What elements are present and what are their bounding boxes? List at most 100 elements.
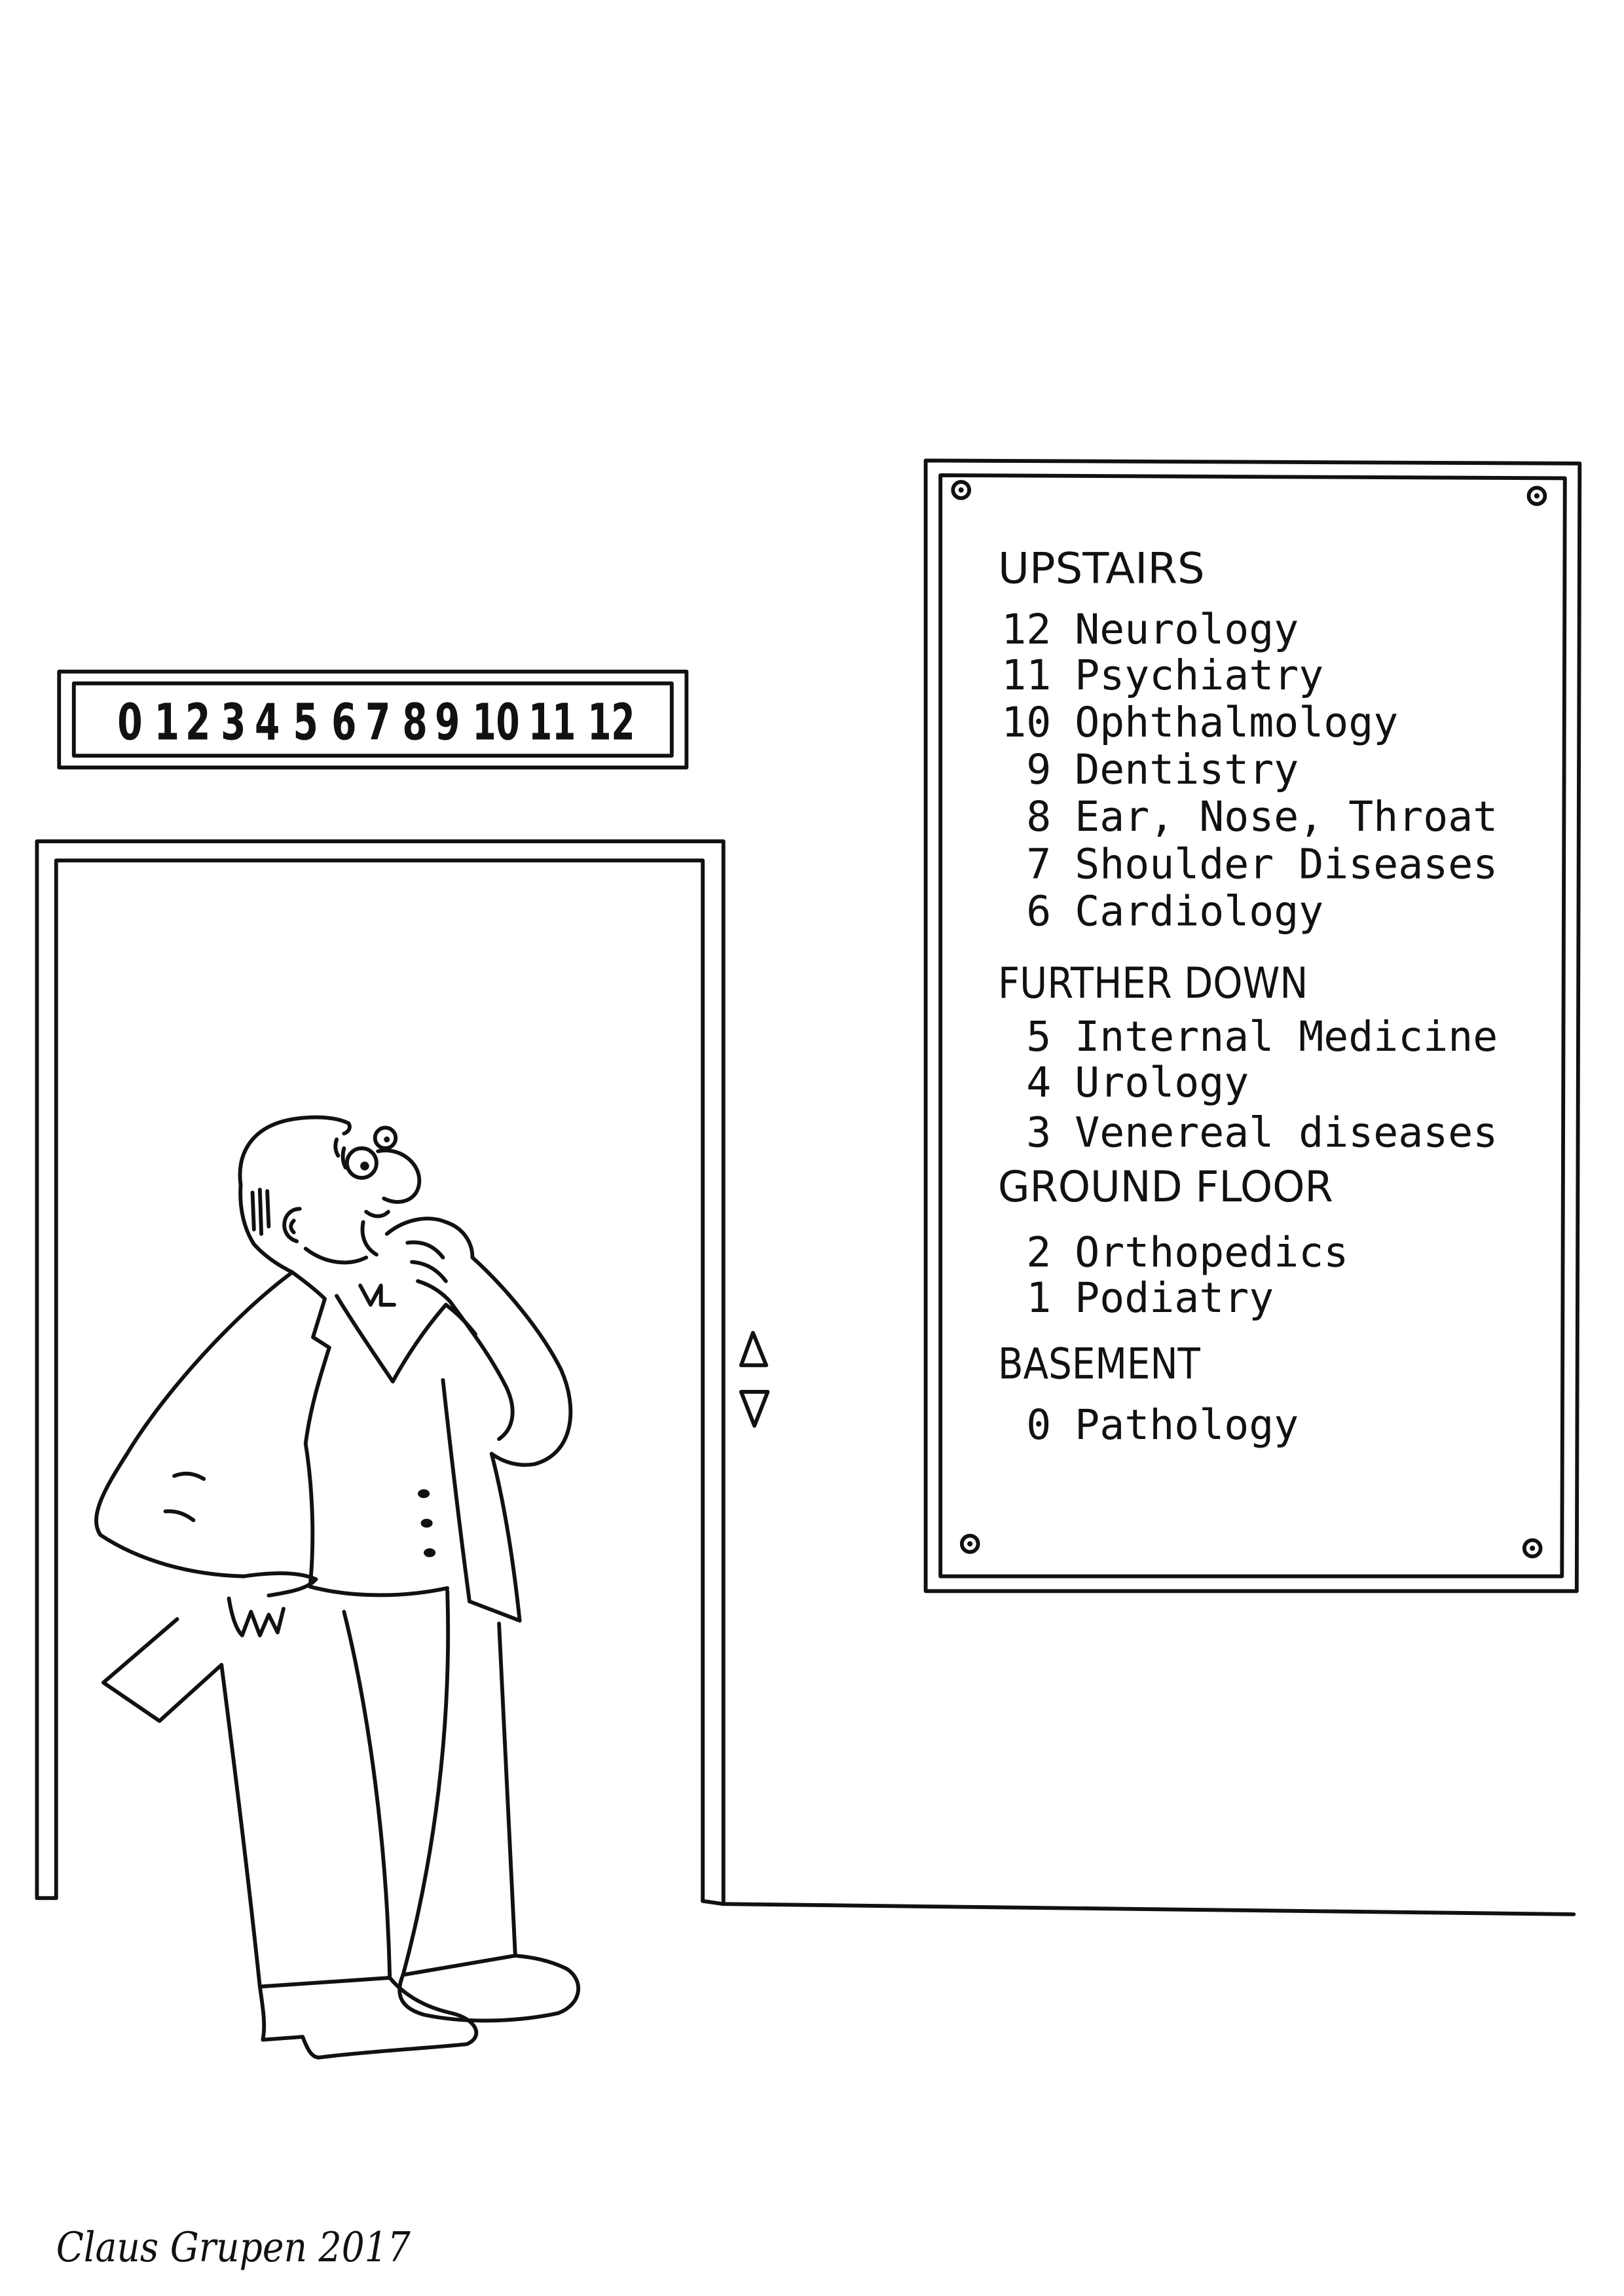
department-name: Neurology xyxy=(1075,605,1299,653)
department-directory-board xyxy=(923,458,1582,1594)
department-name: Urology xyxy=(1075,1058,1249,1106)
man-hand-outline xyxy=(384,1216,475,1260)
floor-label: 6 xyxy=(1026,887,1051,936)
floor-label: 7 xyxy=(1026,839,1051,888)
man-forehead-lines xyxy=(333,1137,348,1170)
floor-number: 2 xyxy=(185,693,210,752)
directory-row: 0 Pathology xyxy=(1026,1400,1299,1449)
board-inner-frame xyxy=(938,473,1567,1578)
floor-indicator-outer-frame xyxy=(57,669,689,770)
down-arrow-icon[interactable] xyxy=(739,1390,770,1428)
man-vest-button xyxy=(418,1489,430,1499)
man-head xyxy=(238,1115,422,1275)
man-vest-button xyxy=(424,1548,436,1558)
man-ear xyxy=(282,1207,302,1243)
man-far-eye xyxy=(373,1125,398,1150)
man-jacket-hem xyxy=(308,1584,522,1623)
man-mouth xyxy=(364,1209,390,1218)
man-left-lapel xyxy=(290,1270,331,1446)
man-arm-outer xyxy=(470,1255,573,1467)
department-name: Ear, Nose, Throat xyxy=(1075,792,1498,841)
man-left-shoe xyxy=(257,1976,479,2060)
door-frame-inner xyxy=(54,858,705,1903)
man-jacket-side xyxy=(303,1441,315,1589)
floor-number: 0 xyxy=(117,693,142,752)
man-shirt-collar xyxy=(358,1283,396,1307)
section-heading: UPSTAIRS xyxy=(998,544,1205,594)
floor-number: 6 xyxy=(331,693,356,752)
floor-indicator-inner-frame xyxy=(71,681,674,758)
man-far-pupil xyxy=(384,1136,390,1142)
wall-floor-line xyxy=(721,1902,1576,1916)
elevator-call-buttons[interactable] xyxy=(739,1330,770,1428)
man-figure xyxy=(94,1115,581,2060)
man-arm-inner xyxy=(448,1300,515,1442)
section-heading: GROUND FLOOR xyxy=(998,1162,1333,1212)
man-trousers xyxy=(219,1589,517,1989)
directory-row: 4 Urology xyxy=(1026,1058,1249,1106)
floor-label: 2 xyxy=(1026,1228,1051,1276)
man-pupil xyxy=(360,1161,369,1171)
man-vest-neckline xyxy=(335,1294,448,1384)
man-vest-button xyxy=(420,1518,433,1528)
man-sleeve-wrinkles xyxy=(163,1471,206,1522)
screw-icon xyxy=(1522,1538,1543,1559)
floor-label: 10 xyxy=(1001,698,1051,746)
floor-label: 0 xyxy=(1026,1400,1051,1449)
man-trouser-hems xyxy=(257,1954,517,1989)
floor-number: 4 xyxy=(255,693,280,752)
man-left-sleeve xyxy=(94,1270,295,1578)
floor-indicator-panel xyxy=(57,669,689,770)
directory-section: BASEMENT 0 Pathology xyxy=(998,1339,1299,1449)
man-hair-strands xyxy=(250,1188,271,1236)
floor-number: 11 xyxy=(528,693,576,752)
department-name: Ophthalmology xyxy=(1075,698,1398,746)
department-name: Orthopedics xyxy=(1075,1228,1348,1276)
man-right-hand xyxy=(384,1216,475,1304)
man-chin-jaw xyxy=(303,1220,378,1265)
floor-label: 1 xyxy=(1026,1273,1051,1322)
department-name: Pathology xyxy=(1075,1400,1299,1449)
floor-number: 5 xyxy=(293,693,318,752)
floor-label: 12 xyxy=(1001,605,1051,653)
board-outer-frame xyxy=(923,458,1582,1594)
floor-number: 12 xyxy=(587,693,635,752)
man-back-of-head xyxy=(238,1183,295,1275)
floor-number: 1 xyxy=(155,693,179,752)
floor-label: 3 xyxy=(1026,1108,1051,1157)
screw-icon xyxy=(951,480,972,500)
floor-label: 4 xyxy=(1026,1058,1051,1106)
man-right-leg xyxy=(401,1589,517,1977)
floor-number: 10 xyxy=(472,693,519,752)
man-left-thumb xyxy=(242,1571,318,1597)
screw-icon xyxy=(1526,486,1547,506)
man-hair xyxy=(238,1115,352,1188)
floor-number: 8 xyxy=(402,693,427,752)
up-arrow-icon[interactable] xyxy=(739,1330,769,1368)
elevator-door[interactable] xyxy=(35,839,726,1906)
directory-row: 2 Orthopedics xyxy=(1026,1228,1348,1276)
floor-number: 9 xyxy=(435,693,460,752)
man-left-leg xyxy=(219,1609,392,1989)
floor-line xyxy=(721,1902,1576,1916)
man-left-fingers xyxy=(227,1596,286,1637)
door-frame-base xyxy=(35,1896,726,1906)
artist-signature: Claus Grupen 2017 xyxy=(56,2223,411,2271)
section-heading: FURTHER DOWN xyxy=(998,958,1308,1008)
man-jacket-right-edge xyxy=(489,1451,522,1623)
floor-label: 11 xyxy=(1001,651,1051,699)
department-name: Internal Medicine xyxy=(1075,1012,1498,1061)
floor-label: 5 xyxy=(1026,1012,1051,1061)
man-right-shoe xyxy=(397,1954,581,2023)
section-heading: BASEMENT xyxy=(998,1339,1201,1389)
man-left-arm xyxy=(94,1270,318,1723)
man-jacket-tail xyxy=(101,1617,224,1723)
